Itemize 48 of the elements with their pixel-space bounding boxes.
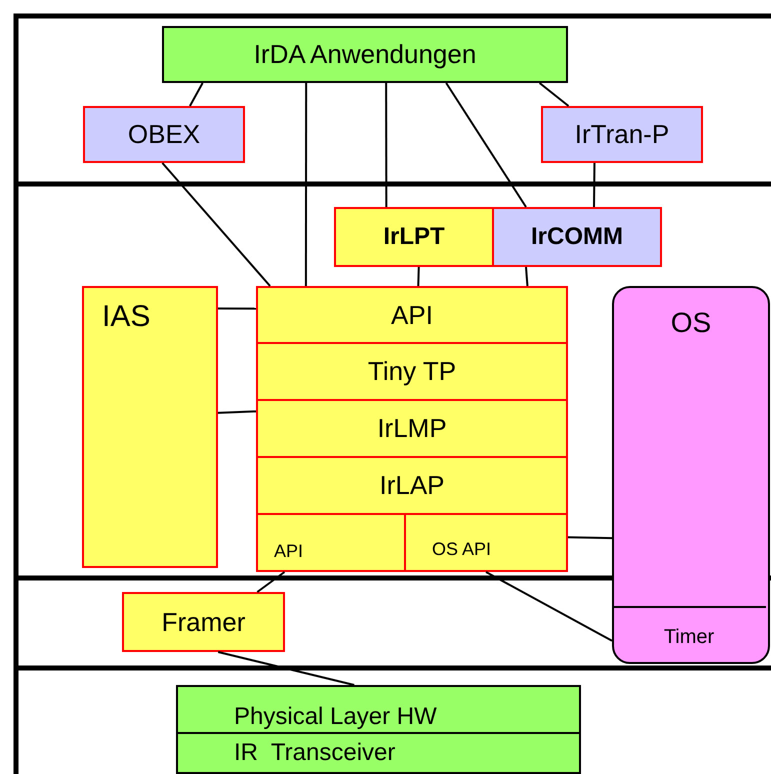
os-box [612, 286, 770, 664]
layer-box [256, 399, 568, 458]
connector-line [218, 651, 354, 686]
protocol-box [541, 106, 703, 163]
connector-line [189, 82, 204, 106]
node-label: OBEX [128, 120, 200, 149]
connector-line [417, 266, 420, 286]
protocol-box [334, 207, 494, 267]
hardware-box [176, 732, 581, 774]
node-label: Tiny TP [368, 357, 456, 386]
connector-line [593, 162, 596, 208]
node-label: IrCOMM [531, 224, 623, 250]
connector-line [385, 83, 388, 207]
node-label: IrLMP [377, 414, 447, 443]
connector-line [445, 82, 527, 208]
node-label: Physical Layer HW [234, 704, 437, 730]
layer-box [256, 456, 568, 515]
protocol-box [492, 207, 662, 267]
node-label: Timer [664, 626, 714, 648]
node-label: API [274, 542, 304, 562]
node-label: OS API [432, 540, 492, 560]
service-box [82, 286, 218, 568]
node-label: OS [670, 308, 712, 339]
node-label: IR Transceiver [234, 740, 396, 766]
node-label: API [391, 300, 433, 330]
interface-box [256, 513, 406, 572]
connector-line [218, 308, 256, 310]
connector-line [256, 571, 286, 593]
connector-line [218, 410, 256, 414]
node-label: IrLPT [383, 224, 445, 250]
hardware-box [176, 685, 581, 734]
node-label: IrDA Anwendungen [254, 40, 476, 69]
connector-line [568, 536, 612, 540]
node-label: Framer [162, 608, 246, 636]
interface-box [404, 513, 568, 572]
connector-line [486, 571, 612, 642]
layer-box [256, 286, 568, 344]
layer-box [256, 342, 568, 401]
connector-line [304, 83, 308, 286]
protocol-box [83, 106, 245, 163]
connector-line [162, 162, 271, 287]
connector-line [525, 266, 528, 286]
node-label: IAS [102, 300, 150, 333]
framer-box [122, 592, 285, 652]
node-label: IrTran-P [574, 120, 670, 149]
node-label: IrLAP [379, 471, 445, 500]
connector-line [538, 82, 570, 107]
application-box [162, 26, 568, 83]
